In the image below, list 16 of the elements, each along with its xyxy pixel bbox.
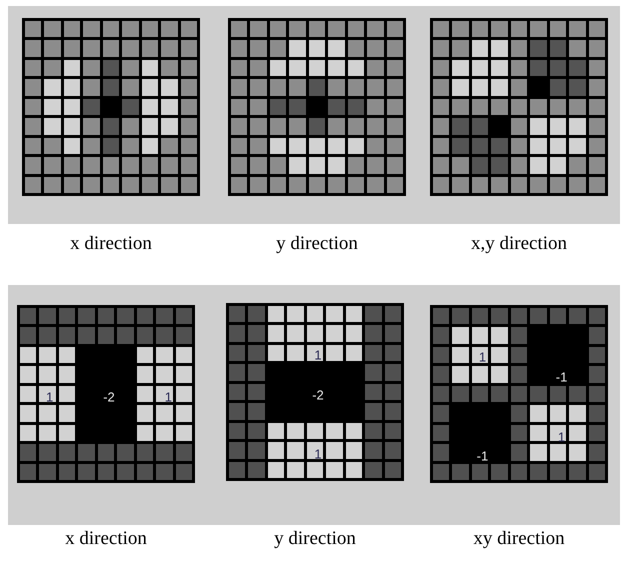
weight-label: -1 — [556, 370, 568, 385]
weight-label: 1 — [558, 429, 566, 444]
weight-label: 1 — [314, 446, 322, 462]
weight-label: -1 — [476, 448, 488, 464]
caption: x,y direction — [470, 232, 568, 256]
weight-label: 1 — [164, 390, 172, 404]
weight-label: -2 — [103, 390, 115, 404]
caption: x direction — [65, 527, 147, 551]
caption: y direction — [276, 232, 358, 256]
weight-label: 1 — [314, 348, 322, 363]
caption: y direction — [274, 527, 356, 551]
weight-label: 1 — [478, 350, 486, 365]
weight-label: 1 — [46, 390, 54, 404]
weight-label: -2 — [312, 388, 324, 402]
caption: xy direction — [473, 527, 565, 551]
caption: x direction — [70, 232, 152, 256]
